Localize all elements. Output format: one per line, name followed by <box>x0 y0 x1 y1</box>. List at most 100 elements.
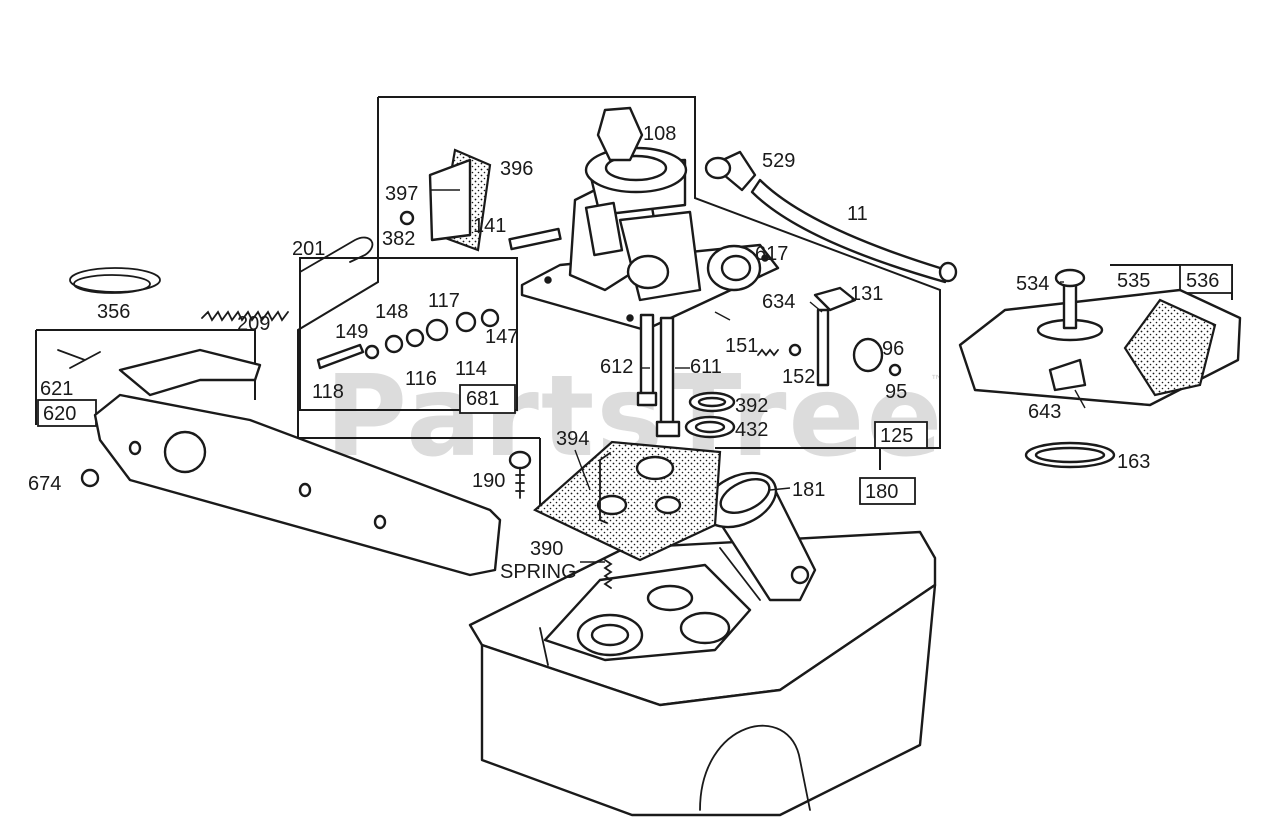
ring-114 <box>455 311 477 333</box>
bolt-190-head <box>508 450 532 470</box>
callout-534: 534 <box>1016 273 1049 295</box>
clip-621 <box>57 349 101 369</box>
callout-397: 397 <box>385 183 418 205</box>
leader-394 <box>574 449 591 491</box>
washer-96 <box>852 337 884 373</box>
adjust-kit-box <box>299 257 518 411</box>
leader-181 <box>769 487 791 491</box>
tank-port-top <box>646 584 694 612</box>
intake-pipe <box>702 471 817 602</box>
callout-634: 634 <box>762 291 795 313</box>
choke-108 <box>596 106 644 162</box>
callout-529: 529 <box>762 150 795 172</box>
ring-356-inner <box>73 274 151 294</box>
ring-356 <box>69 267 161 293</box>
callout-390: 390 <box>530 538 563 560</box>
box-681 <box>459 384 516 414</box>
callout-95: 95 <box>885 381 907 403</box>
callout-114: 114 <box>455 358 487 380</box>
callout-382: 382 <box>382 228 415 250</box>
callout-131: 131 <box>850 283 883 305</box>
callout-boxes <box>37 264 1233 505</box>
tank-port-right <box>679 611 731 645</box>
spring-209 <box>201 310 289 322</box>
callout-148: 148 <box>375 301 408 323</box>
screw-674 <box>80 468 100 488</box>
intake-pipe-bore <box>719 478 771 514</box>
leader-643 <box>1074 389 1086 409</box>
carb-top-bore <box>604 154 668 182</box>
carb-screw-2 <box>626 314 634 322</box>
nut-117 <box>425 318 449 342</box>
callout-394: 394 <box>556 428 589 450</box>
callout-201: 201 <box>292 238 325 260</box>
carb-window <box>584 201 624 257</box>
carb-pipe-bore <box>720 254 752 282</box>
seat-147 <box>480 308 500 328</box>
callout-141: 141 <box>473 215 506 237</box>
pipe-612 <box>639 313 655 402</box>
callout-spring: SPRING <box>500 561 577 583</box>
fuel-tank <box>468 530 937 817</box>
bracket-hole-1 <box>128 440 142 456</box>
bolt-190 <box>508 450 532 499</box>
callout-163: 163 <box>1117 451 1150 473</box>
fuel-pipes <box>636 313 681 438</box>
spring-152 <box>788 343 802 357</box>
tube-11-end <box>938 261 958 283</box>
callout-620: 620 <box>43 403 76 425</box>
box-125 <box>874 421 928 449</box>
ring-432-inner <box>694 420 726 434</box>
callout-621: 621 <box>40 378 73 400</box>
bolt-190-thread <box>515 467 525 499</box>
spring-390 <box>603 559 613 589</box>
callout-118: 118 <box>312 381 344 403</box>
leader-lines <box>430 189 1086 563</box>
tank-body <box>480 583 937 817</box>
carb-screw-1 <box>544 276 552 284</box>
bracket-hole-3 <box>373 514 387 530</box>
washer-148 <box>384 334 404 354</box>
filter-knob-534 <box>1054 268 1086 288</box>
jet-634 <box>816 308 830 387</box>
screw-382 <box>399 210 415 226</box>
lever-621 <box>118 348 262 397</box>
carb-inlet <box>626 254 670 290</box>
callout-612: 612 <box>600 356 633 378</box>
intake-pipe-hole <box>790 565 810 585</box>
needle-valve-kit <box>316 308 500 370</box>
washer-116 <box>405 328 425 348</box>
box-180 <box>859 477 916 505</box>
callout-11: 11 <box>847 203 868 225</box>
breather-tube <box>704 150 958 284</box>
callout-432: 432 <box>735 419 768 441</box>
tank-ribs <box>539 547 761 666</box>
carb-screw-3 <box>761 254 769 262</box>
callout-356: 356 <box>97 301 130 323</box>
callout-108: 108 <box>643 123 676 145</box>
tank-port-large-inner <box>590 623 630 647</box>
callout-392: 392 <box>735 395 768 417</box>
carburetor-group-outline-left <box>297 97 540 439</box>
callout-643: 643 <box>1028 401 1061 423</box>
gasket-163-inner <box>1034 446 1106 464</box>
callout-151: 151 <box>725 335 758 357</box>
gasket-hole-3 <box>654 495 682 515</box>
callout-labels: 108 529 396 397 382 141 201 11 617 356 2… <box>28 123 1219 583</box>
leader-634 <box>809 301 823 313</box>
callout-617: 617 <box>755 243 788 265</box>
gasket-body <box>533 440 722 562</box>
carburetor-group-outline <box>378 96 941 449</box>
air-filter <box>958 268 1242 469</box>
box-536 <box>1179 264 1233 294</box>
callout-181: 181 <box>792 479 825 501</box>
callout-96: 96 <box>882 338 904 360</box>
pipe-611-end <box>655 420 681 438</box>
tank-cutout <box>699 724 811 811</box>
elbow-529-end <box>704 156 732 180</box>
bracket-hole-main <box>163 430 207 474</box>
filter-stud-534 <box>1062 278 1078 330</box>
diaphragm-gasket <box>533 440 722 562</box>
callout-396: 396 <box>500 158 533 180</box>
tube-11 <box>750 178 947 284</box>
